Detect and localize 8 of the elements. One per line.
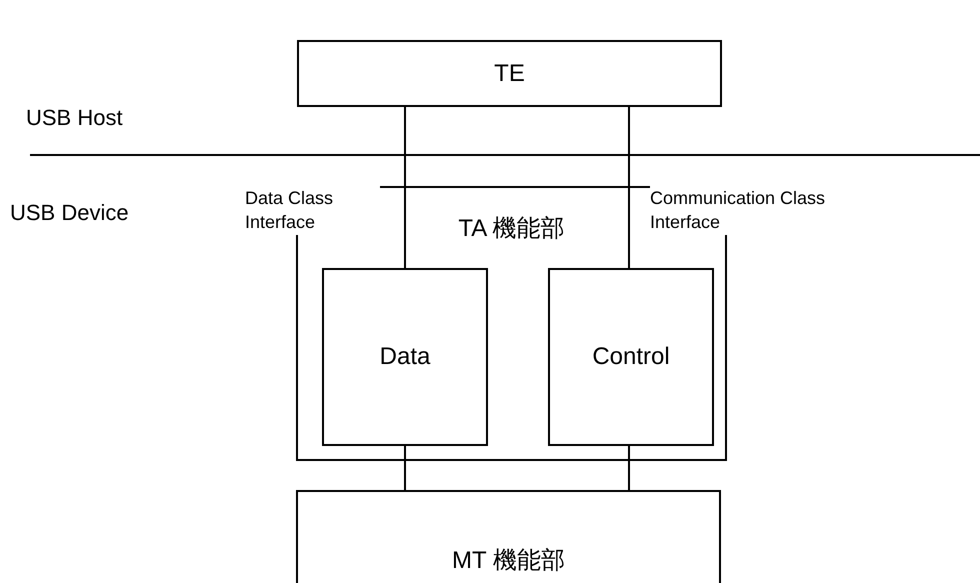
connector-line: [404, 107, 406, 268]
process-box: [297, 40, 722, 107]
connector-line: [628, 107, 630, 268]
connector-line: [404, 446, 406, 490]
connector-line: [628, 446, 630, 490]
label-text: Data Class Interface: [245, 186, 380, 235]
process-box: [322, 268, 488, 446]
process-box: [548, 268, 714, 446]
